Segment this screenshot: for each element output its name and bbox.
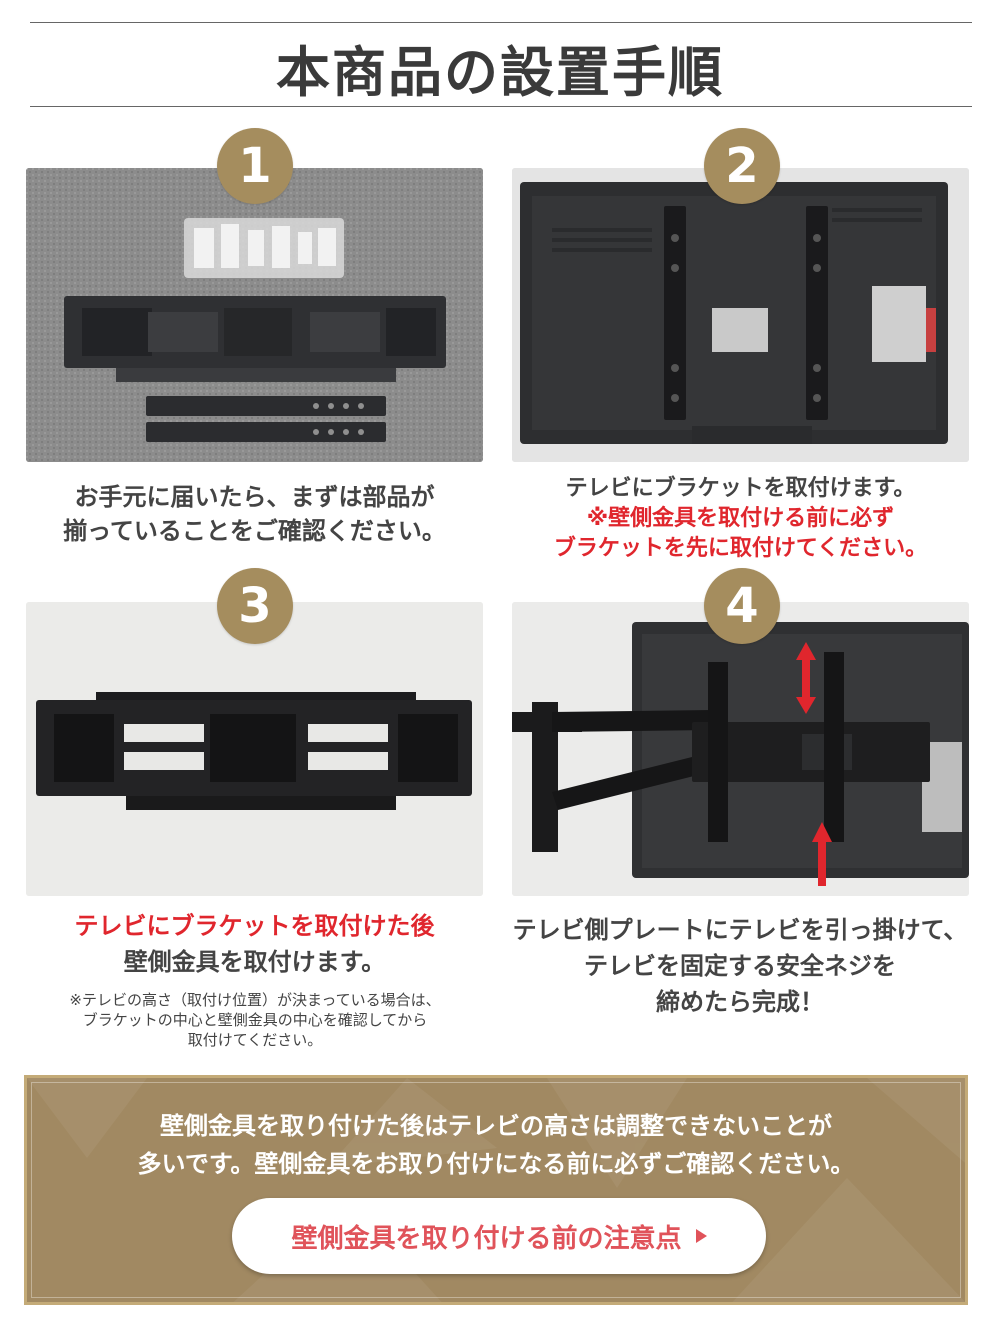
step-2-warning-line-1: ※壁側金具を取付ける前に必ず xyxy=(586,506,895,531)
step-4-caption-line-1: テレビ側プレートにテレビを引っ掛けて、 xyxy=(512,916,968,944)
precautions-link-label: 壁側金具を取り付ける前の注意点 xyxy=(291,1223,682,1254)
step-3-note-line-2: ブラケットの中心と壁側金具の中心を確認してから xyxy=(82,1011,428,1029)
notice-panel: 壁側金具を取り付けた後はテレビの高さは調整できないことが 多いです。壁側金具をお… xyxy=(24,1075,968,1305)
step-4-photo xyxy=(512,602,969,896)
step-4-caption-line-2: テレビを固定する安全ネジを xyxy=(584,952,896,980)
play-arrow-icon xyxy=(695,1229,707,1243)
notice-line-1: 壁側金具を取り付けた後はテレビの高さは調整できないことが xyxy=(160,1112,832,1140)
page-title: 本商品の設置手順 xyxy=(276,41,724,104)
title-rule-bottom xyxy=(30,106,972,107)
step-1-caption-line-2: 揃っていることをご確認ください。 xyxy=(63,517,446,545)
notice-panel-inner-border xyxy=(31,1082,961,1298)
panel-pattern xyxy=(27,1078,965,1302)
step-2-caption-line: テレビにブラケットを取付けます。 xyxy=(565,476,916,501)
step-1-caption: お手元に届いたら、まずは部品が 揃っていることをご確認ください。 xyxy=(26,480,483,548)
step-2-warning-line-2: ブラケットを先に取付けてください。 xyxy=(553,536,928,561)
step-3-note-line-3: 取付けてください。 xyxy=(187,1031,323,1049)
title-rule-top xyxy=(30,22,972,23)
step-3-badge: 3 xyxy=(217,568,293,644)
step-4-caption-line-3: 締めたら完成！ xyxy=(656,988,824,1016)
step-3-caption-line: 壁側金具を取付けます。 xyxy=(123,948,386,976)
precautions-link-button[interactable]: 壁側金具を取り付ける前の注意点 xyxy=(232,1198,766,1274)
step-3-caption: テレビにブラケットを取付けた後 壁側金具を取付けます。 xyxy=(26,908,483,980)
step-1-badge: 1 xyxy=(217,128,293,204)
step-3-note-line-1: ※テレビの高さ（取付け位置）が決まっている場合は、 xyxy=(69,991,441,1009)
notice-line-2: 多いです。壁側金具をお取り付けになる前に必ずご確認ください。 xyxy=(137,1150,855,1178)
step-3-note: ※テレビの高さ（取付け位置）が決まっている場合は、 ブラケットの中心と壁側金具の… xyxy=(10,990,500,1050)
step-2-photo xyxy=(512,168,969,462)
step-1-photo xyxy=(26,168,483,462)
step-3-caption-red: テレビにブラケットを取付けた後 xyxy=(74,912,435,940)
step-4-caption: テレビ側プレートにテレビを引っ掛けて、 テレビを固定する安全ネジを 締めたら完成… xyxy=(500,912,980,1020)
step-2-caption: テレビにブラケットを取付けます。 ※壁側金具を取付ける前に必ず ブラケットを先に… xyxy=(512,474,969,564)
step-2-badge: 2 xyxy=(704,128,780,204)
step-3-photo xyxy=(26,602,483,896)
step-4-badge: 4 xyxy=(704,568,780,644)
step-1-caption-line-1: お手元に届いたら、まずは部品が xyxy=(74,483,435,511)
